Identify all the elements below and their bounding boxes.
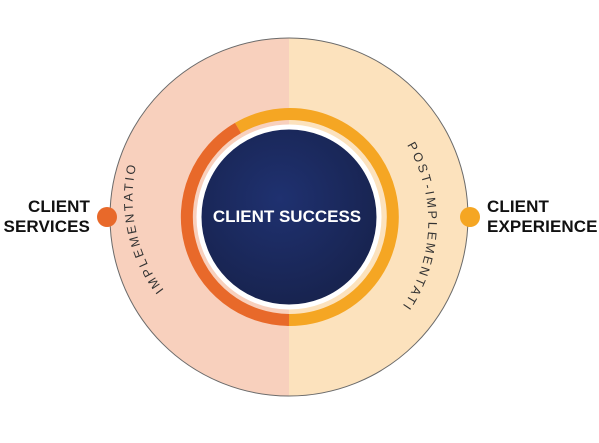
center-label: CLIENT SUCCESS [213,207,361,226]
left-ring-arc [180,122,290,326]
client-experience-line2: EXPERIENCE [487,217,598,236]
center-circle [196,124,382,310]
client-experience-line1: CLIENT [487,197,549,216]
client-experience-dot [460,207,480,227]
client-services-line1: CLIENT [28,197,90,216]
client-experience-label: CLIENT EXPERIENCE [487,197,598,237]
right-ring-arc [234,108,399,327]
client-services-line2: SERVICES [3,217,90,236]
client-services-label: CLIENT SERVICES [4,197,90,237]
client-services-dot [97,207,117,227]
